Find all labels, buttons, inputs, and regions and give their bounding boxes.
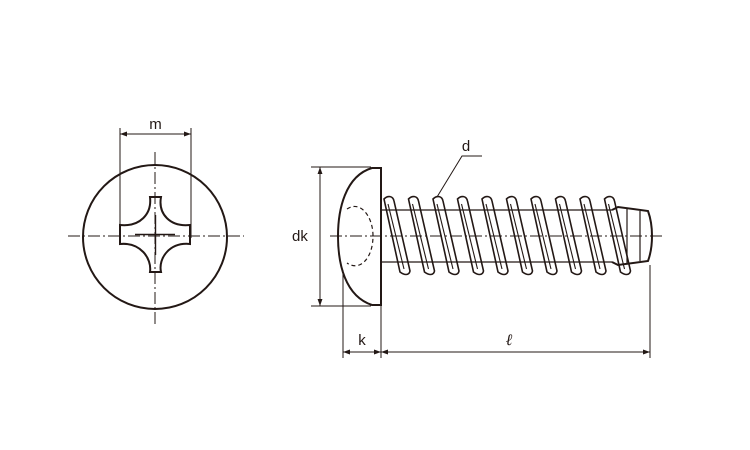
thread-turn [579, 195, 607, 276]
top-view [68, 128, 244, 326]
d-label: d [462, 138, 470, 155]
thread-helix [383, 195, 632, 276]
d-leader-line [436, 155, 482, 198]
thread-turn [603, 195, 632, 276]
length-label: ℓ [506, 330, 513, 349]
thread-turn [481, 195, 509, 276]
thread-turn [505, 195, 534, 276]
dk-label: dk [292, 228, 308, 245]
thread-turn [460, 203, 479, 270]
thread-turn [530, 195, 558, 276]
side-view [311, 155, 662, 358]
thread-turn [558, 203, 577, 270]
thread-turn [407, 195, 436, 276]
thread-turn [456, 195, 485, 276]
thread-turn [383, 195, 411, 276]
thread-turn [554, 195, 583, 276]
thread-turn [534, 203, 552, 270]
m-label: m [149, 116, 162, 133]
k-label: k [358, 332, 366, 349]
